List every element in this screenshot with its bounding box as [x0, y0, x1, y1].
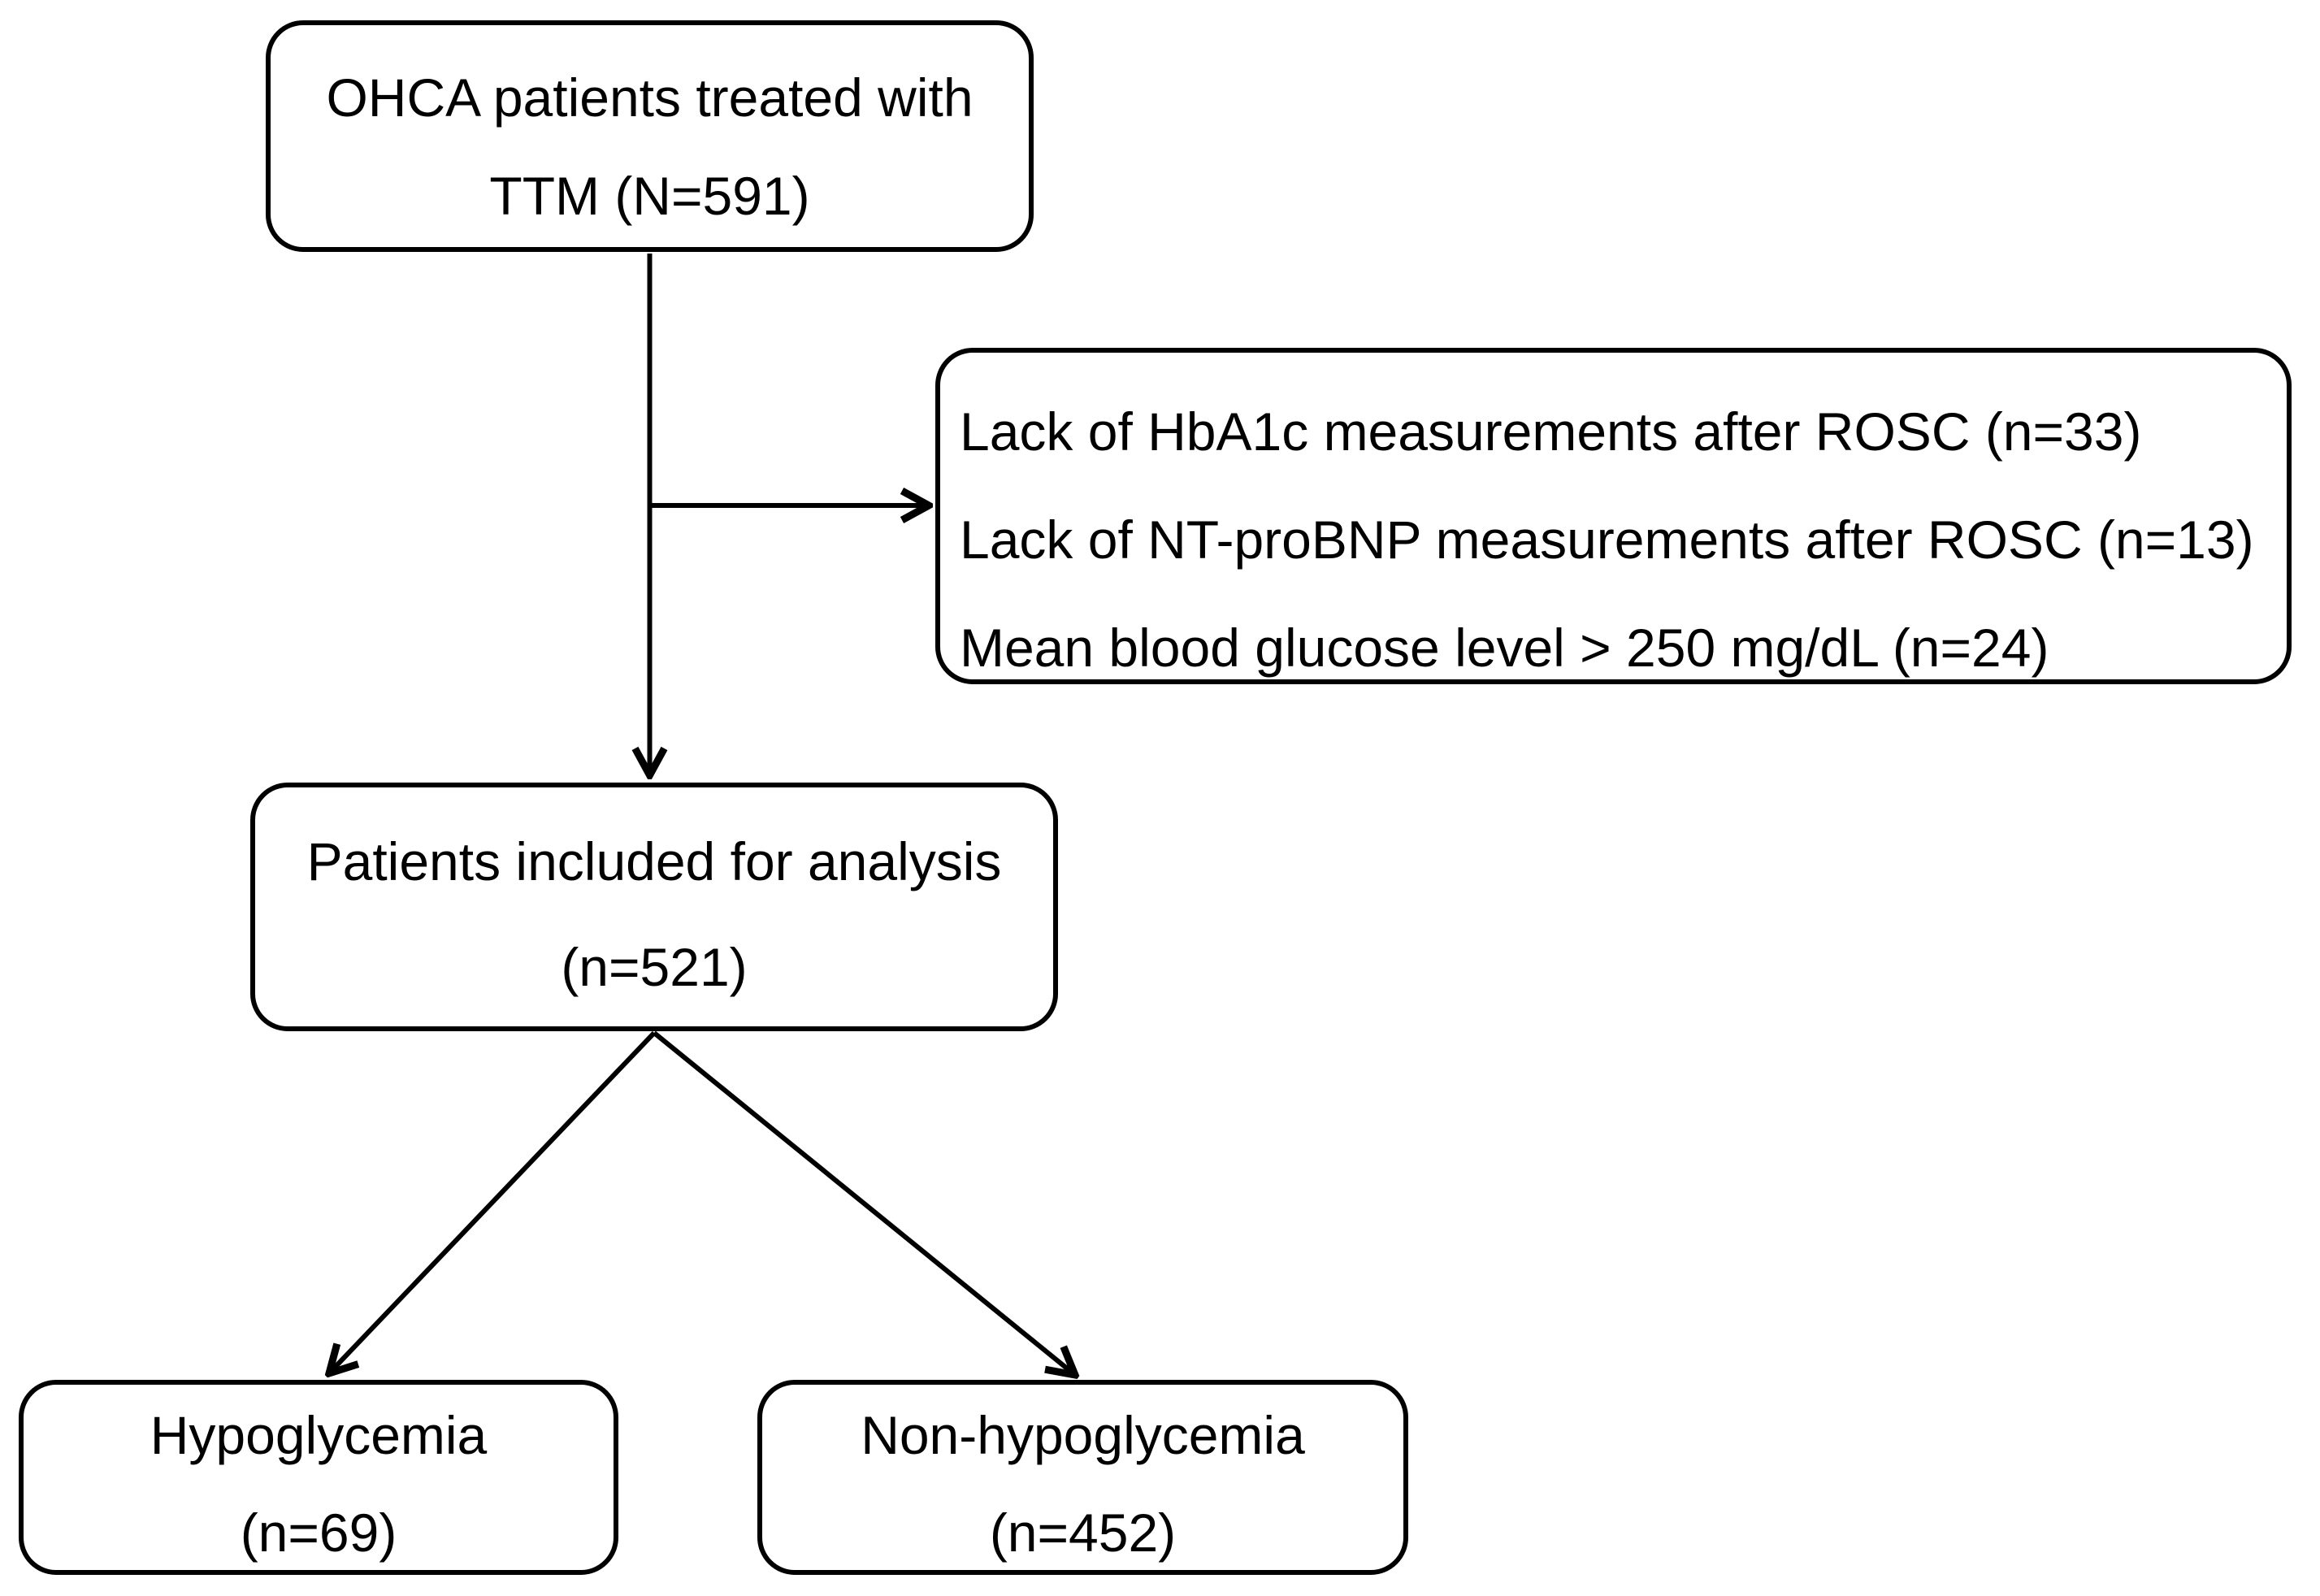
arrow-included-to-hypoglycemia	[329, 1030, 657, 1373]
exclusion-line-ntprobnp: Lack of NT-proBNP measurements after ROS…	[960, 510, 2254, 570]
node-ohca-ttm-line-1: OHCA patients treated with	[326, 67, 974, 128]
node-non-hypoglycemia-line-1: Non-hypoglycemia	[861, 1405, 1305, 1465]
node-ohca-ttm: OHCA patients treated with TTM (N=591)	[266, 20, 1034, 252]
exclusion-line-hba1c: Lack of HbA1c measurements after ROSC (n…	[960, 401, 2142, 462]
node-hypoglycemia: Hypoglycemia (n=69)	[19, 1380, 618, 1575]
node-included-line-1: Patients included for analysis	[306, 831, 1002, 891]
node-hypoglycemia-line-1: Hypoglycemia	[150, 1405, 488, 1465]
node-included-for-analysis: Patients included for analysis (n=521)	[250, 783, 1058, 1031]
node-hypoglycemia-line-2: (n=69)	[240, 1503, 397, 1563]
node-exclusions: Lack of HbA1c measurements after ROSC (n…	[935, 348, 2292, 684]
node-ohca-ttm-line-2: TTM (N=591)	[489, 166, 810, 226]
node-non-hypoglycemia-line-2: (n=452)	[989, 1503, 1177, 1563]
arrow-included-to-non-hypoglycemia	[653, 1030, 1075, 1375]
node-non-hypoglycemia: Non-hypoglycemia (n=452)	[757, 1380, 1408, 1575]
node-included-line-2: (n=521)	[561, 937, 748, 997]
exclusion-line-glucose: Mean blood glucose level > 250 mg/dL (n=…	[960, 618, 2049, 678]
